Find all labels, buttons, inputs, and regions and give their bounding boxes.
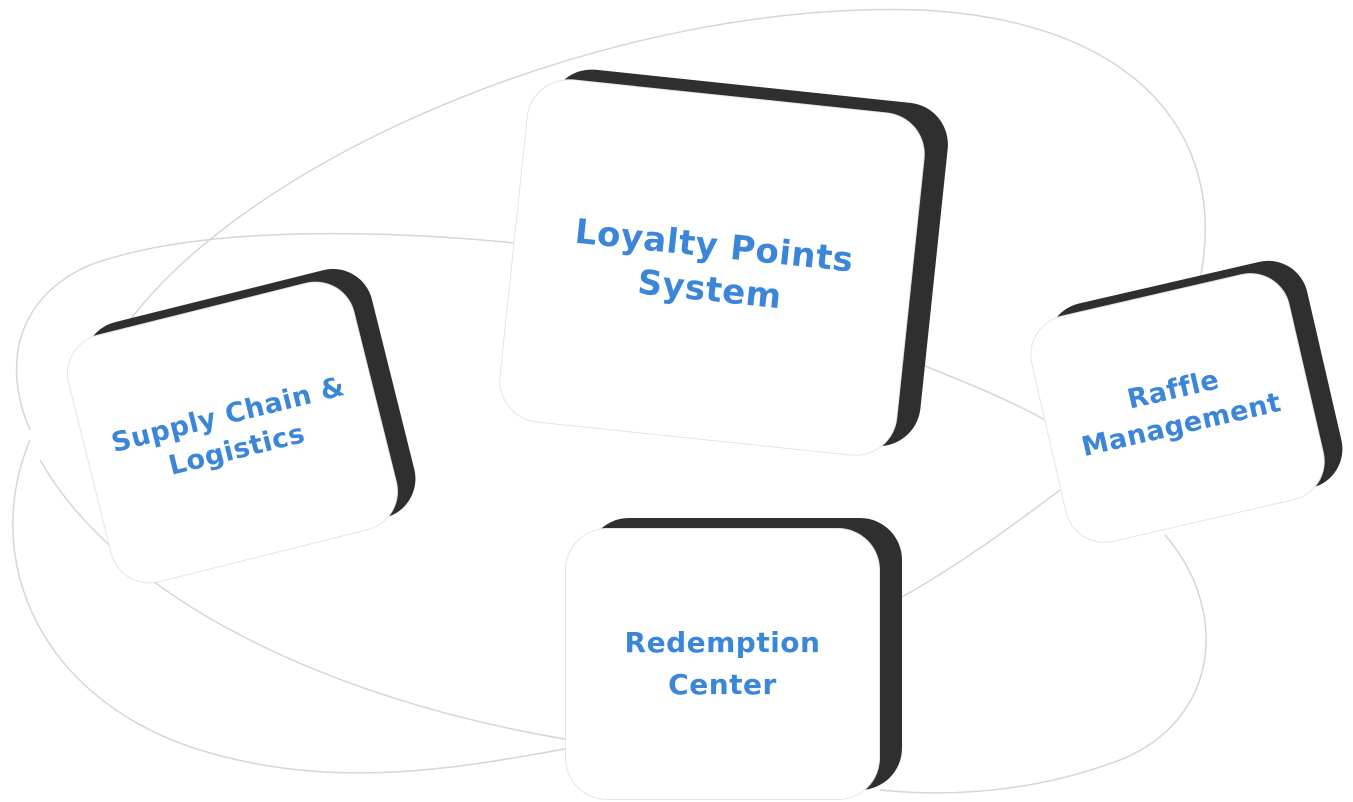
connector-redemption-raffle xyxy=(899,489,1061,599)
node-face: Loyalty Points System xyxy=(495,75,929,460)
node-label: Redemption Center xyxy=(624,626,821,701)
node-redemption-center[interactable]: Redemption Center xyxy=(565,518,902,800)
connector-loyalty-raffle xyxy=(914,361,1046,421)
connector-raffle-redemption-loop xyxy=(879,534,1207,794)
connector-loyalty-supply xyxy=(15,232,516,431)
node-label: Raffle Management xyxy=(1078,364,1285,464)
connector-supply-redemption-outer xyxy=(12,439,571,774)
node-label: Loyalty Points System xyxy=(573,211,856,317)
connector-supply-raffle-arc xyxy=(129,8,1206,321)
connector-supply-redemption-inner xyxy=(39,459,571,741)
node-loyalty-points-system[interactable]: Loyalty Points System xyxy=(495,65,953,460)
node-label: Supply Chain & Logistics xyxy=(108,370,348,482)
node-face: Redemption Center xyxy=(565,528,880,800)
